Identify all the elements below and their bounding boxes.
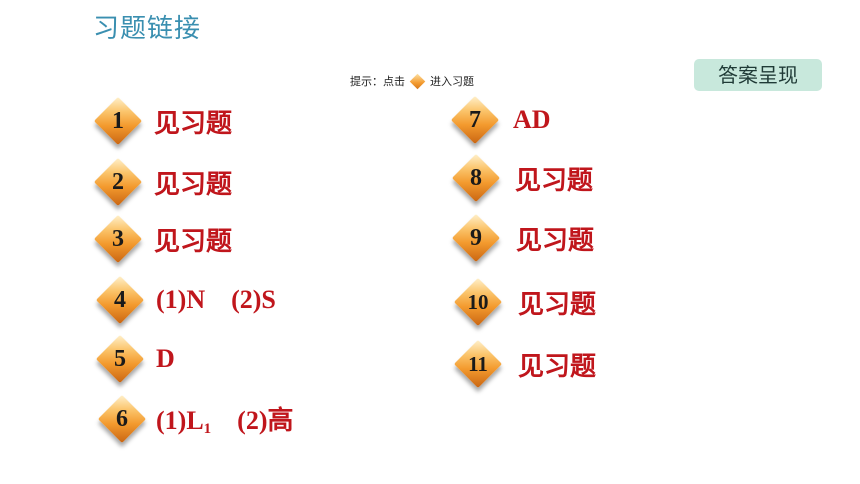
answer-text: 见习题 <box>518 289 597 319</box>
exercise-link-8[interactable]: 8 见习题 <box>450 152 593 204</box>
diamond-badge-icon[interactable]: 4 <box>94 274 146 326</box>
answer-text: 见习题 <box>515 165 594 195</box>
exercise-link-10[interactable]: 10 见习题 <box>452 276 596 328</box>
answer-text: 见习题 <box>154 226 233 256</box>
diamond-badge-icon[interactable]: 5 <box>94 333 146 385</box>
hint-text: 提示：点击 进入习题 <box>350 73 474 89</box>
answer-text: 见习题 <box>518 351 597 381</box>
page-title: 习题链接 <box>93 14 202 44</box>
answer-text: 见习题 <box>154 108 233 138</box>
diamond-badge-icon[interactable]: 7 <box>449 94 501 146</box>
exercise-link-5[interactable]: 5 D <box>94 333 175 385</box>
exercise-link-7[interactable]: 7 AD <box>449 94 551 146</box>
exercise-link-3[interactable]: 3 见习题 <box>92 213 232 265</box>
diamond-badge-icon[interactable]: 10 <box>452 276 504 328</box>
exercise-link-6[interactable]: 6 (1)L1 (2)高 <box>96 393 294 445</box>
answer-text: (1)N (2)S <box>156 285 276 314</box>
answer-text: AD <box>513 105 551 134</box>
exercise-link-9[interactable]: 9 见习题 <box>450 212 594 264</box>
diamond-badge-icon[interactable]: 2 <box>92 156 144 208</box>
diamond-badge-icon[interactable]: 6 <box>96 393 148 445</box>
answer-text: 见习题 <box>516 225 595 255</box>
diamond-badge-icon[interactable]: 9 <box>450 212 502 264</box>
answer-text: 见习题 <box>154 169 233 199</box>
diamond-badge-icon[interactable]: 3 <box>92 213 144 265</box>
exercise-link-11[interactable]: 11 见习题 <box>452 338 596 390</box>
show-answers-button[interactable]: 答案呈现 <box>694 59 822 91</box>
answer-text: (1)L1 (2)高 <box>156 406 294 437</box>
diamond-badge-icon[interactable]: 8 <box>450 152 502 204</box>
diamond-icon <box>409 73 426 89</box>
answer-text: D <box>156 344 175 373</box>
diamond-badge-icon[interactable]: 1 <box>92 95 144 147</box>
exercise-link-2[interactable]: 2 见习题 <box>92 156 232 208</box>
hint-suffix: 进入习题 <box>430 75 474 88</box>
exercise-link-1[interactable]: 1 见习题 <box>92 95 232 147</box>
diamond-badge-icon[interactable]: 11 <box>452 338 504 390</box>
exercise-link-4[interactable]: 4 (1)N (2)S <box>94 274 276 326</box>
hint-prefix: 提示：点击 <box>350 75 405 88</box>
